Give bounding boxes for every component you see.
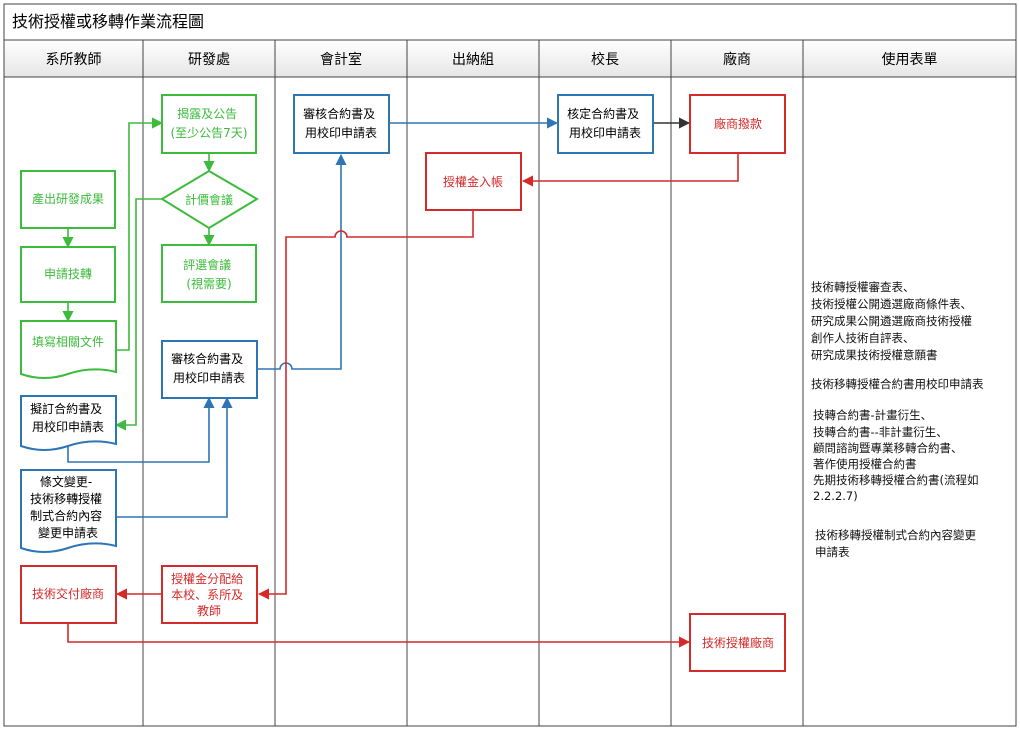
node-produce-results: 產出研發成果 (20, 170, 116, 229)
diagram-title: 技術授權或移轉作業流程圖 (12, 12, 204, 31)
svg-text:授權金入帳: 授權金入帳 (443, 174, 503, 189)
forms-group-3: 技轉合約書-計畫衍生、 技轉合約書--非計畫衍生、 顧問諮詢暨專業移轉合約書、 … (813, 408, 982, 503)
node-deliver-tech: 技術交付廠商 (20, 565, 117, 624)
node-review-rd: 審核合約書及 用校印申請表 (161, 340, 258, 399)
node-disclose: 揭露及公告 (至少公告7天) (161, 94, 257, 154)
svg-text:審核合約書及 用校印申請表: 審核合約書及 用校印申請表 (303, 106, 379, 140)
forms-group-2: 技術移轉授權合約書用校印申請表 (811, 377, 984, 391)
arrow-fill-disclose (116, 117, 164, 351)
lane-header-3: 會計室 (320, 51, 362, 68)
svg-text:審核合約書及 用校印申請表: 審核合約書及 用校印申請表 (171, 351, 247, 385)
arrow-payment-receive (521, 153, 739, 187)
svg-text:揭露及公告 (至少公告7天): 揭露及公告 (至少公告7天) (171, 106, 248, 140)
node-draft-contract: 擬訂合約書及 用校印申請表 (20, 395, 117, 451)
svg-text:技術交付廠商: 技術交付廠商 (32, 586, 104, 601)
svg-text:技術授權廠商: 技術授權廠商 (702, 635, 774, 650)
svg-text:核定合約書及 用校印申請表: 核定合約書及 用校印申請表 (567, 106, 643, 140)
node-receive-fee: 授權金入帳 (425, 152, 522, 211)
lane-header-2: 研發處 (188, 52, 230, 68)
arrow-deliver-license (67, 624, 691, 648)
node-apply-tech: 申請技轉 (20, 246, 116, 303)
svg-text:產出研發成果: 產出研發成果 (32, 191, 104, 206)
lane-header-7: 使用表單 (882, 51, 938, 68)
frame (3, 3, 1017, 727)
node-fill-docs: 填寫相關文件 (20, 320, 117, 379)
arrow-review-accounting (257, 153, 347, 370)
node-vendor-payment: 廠商撥款 (689, 94, 786, 154)
svg-text:評選會議 (視需要): 評選會議 (視需要) (183, 257, 235, 291)
node-approve: 核定合約書及 用校印申請表 (557, 94, 654, 154)
svg-text:授權金分配給 本校、系所及 教師: 授權金分配給 本校、系所及 教師 (171, 571, 247, 618)
node-license-vendor: 技術授權廠商 (689, 613, 786, 672)
svg-text:擬訂合約書及 用校印申請表: 擬訂合約書及 用校印申請表 (30, 401, 106, 434)
arrow-change-review (116, 396, 233, 518)
node-selection: 評選會議 (視需要) (161, 244, 257, 303)
svg-text:條文變更- 技術移轉授權 制式合約內: 條文變更- 技術移轉授權 制式合約內容 變更申請表 (30, 474, 106, 540)
forms-list: 技術轉授權審查表、 技術授權公開遴選廠商條件表、 研究成果公開遴選廠商技術授權 … (811, 280, 984, 559)
svg-text:廠商撥款: 廠商撥款 (714, 116, 762, 131)
lane-header-row (3, 39, 1017, 78)
svg-text:填寫相關文件: 填寫相關文件 (32, 334, 104, 349)
arrow-draft-review (67, 396, 215, 463)
node-clause-change: 條文變更- 技術移轉授權 制式合約內容 變更申請表 (20, 469, 117, 553)
arrow-evaluate-draft (114, 198, 162, 431)
forms-group-4: 技術移轉授權制式合約內容變更 申請表 (815, 528, 980, 559)
node-evaluate: 計價會議 (160, 169, 259, 230)
arrow-receive-distribute (257, 210, 474, 600)
lane-header-5: 校長 (591, 51, 619, 68)
lane-header-1: 系所教師 (46, 52, 102, 68)
svg-text:申請技轉: 申請技轉 (44, 267, 92, 281)
svg-text:計價會議: 計價會議 (185, 192, 233, 207)
node-review-accounting: 審核合約書及 用校印申請表 (293, 94, 390, 154)
lane-header-4: 出納組 (452, 52, 494, 68)
forms-group-1: 技術轉授權審查表、 技術授權公開遴選廠商條件表、 研究成果公開遴選廠商技術授權 … (811, 280, 976, 362)
node-distribute: 授權金分配給 本校、系所及 教師 (161, 565, 258, 624)
lane-header-6: 廠商 (723, 51, 751, 68)
